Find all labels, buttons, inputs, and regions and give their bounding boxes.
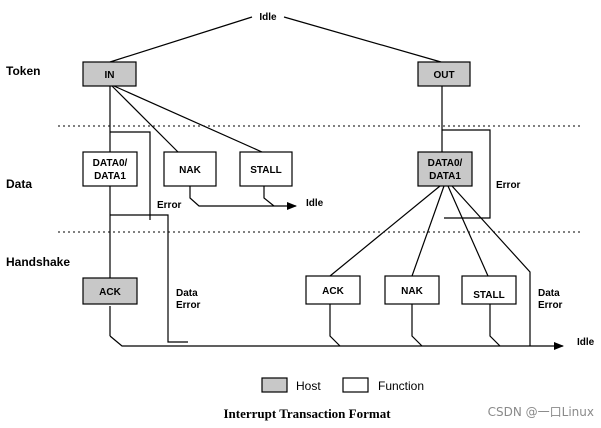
data-error-out-line2: Error <box>538 300 563 311</box>
out-nak-box <box>384 275 440 305</box>
in-to-stall-line <box>113 85 263 153</box>
data-error-in-line2: Error <box>176 300 201 311</box>
out-data-to-ack-line <box>329 185 441 277</box>
out-data-error-line <box>451 185 531 346</box>
phase-label-data: Data <box>6 177 32 191</box>
in-token-label: IN <box>105 70 115 81</box>
out-data-to-nak-line <box>411 185 445 277</box>
out-data-box <box>417 151 473 187</box>
data-error-in-line1: Data <box>176 288 198 299</box>
in-data-label-line2: DATA1 <box>94 171 126 182</box>
legend-host-label: Host <box>296 379 321 393</box>
idle-label-mid: Idle <box>306 198 324 209</box>
stall-to-idle-line <box>263 186 275 207</box>
out-ack-box <box>305 275 361 305</box>
in-data-box <box>82 151 138 187</box>
out-ack-label: ACK <box>322 286 344 297</box>
out-data-to-stall-line <box>447 185 489 277</box>
diagram-title: Interrupt Transaction Format <box>223 406 391 421</box>
in-nak-label: NAK <box>179 165 201 176</box>
in-to-nak-line <box>111 85 179 153</box>
in-timeout-line <box>110 131 151 220</box>
ack-host-box <box>82 277 138 305</box>
out-timeout-line <box>442 129 491 219</box>
out-ack-down-line <box>329 304 341 347</box>
in-stall-box <box>239 151 293 187</box>
idle-label-bottom: Idle <box>577 337 595 348</box>
idle-label-top: Idle <box>259 12 277 23</box>
out-stall-box <box>461 275 517 305</box>
bottom-idle-line <box>109 335 564 350</box>
data-error-out-line1: Data <box>538 288 560 299</box>
phase-label-handshake: Handshake <box>6 255 70 269</box>
legend-function-swatch <box>342 377 369 393</box>
out-stall-label: STALL <box>473 290 504 301</box>
out-token-box <box>417 61 471 87</box>
error-label-in: Error <box>157 200 182 211</box>
out-stall-down-line <box>489 304 501 347</box>
out-nak-down-line <box>411 304 423 347</box>
ack-host-label: ACK <box>99 287 121 298</box>
in-nak-box <box>163 151 217 187</box>
out-data-label-line1: DATA0/ <box>428 158 463 169</box>
out-token-label: OUT <box>433 70 454 81</box>
out-nak-label: NAK <box>401 286 423 297</box>
legend-host-swatch <box>261 377 288 393</box>
in-token-box <box>82 61 137 87</box>
idle-to-out-line <box>283 16 442 63</box>
legend-function-label: Function <box>378 379 424 393</box>
phase-label-token: Token <box>6 64 40 78</box>
watermark-text: CSDN @一口Linux <box>488 405 594 419</box>
in-data-error-line <box>110 214 188 343</box>
idle-to-in-line <box>109 16 253 63</box>
nak-stall-to-idle-line <box>189 186 297 210</box>
in-data-label-line1: DATA0/ <box>93 158 128 169</box>
error-label-out: Error <box>496 180 521 191</box>
in-stall-label: STALL <box>250 165 281 176</box>
out-data-label-line2: DATA1 <box>429 171 461 182</box>
